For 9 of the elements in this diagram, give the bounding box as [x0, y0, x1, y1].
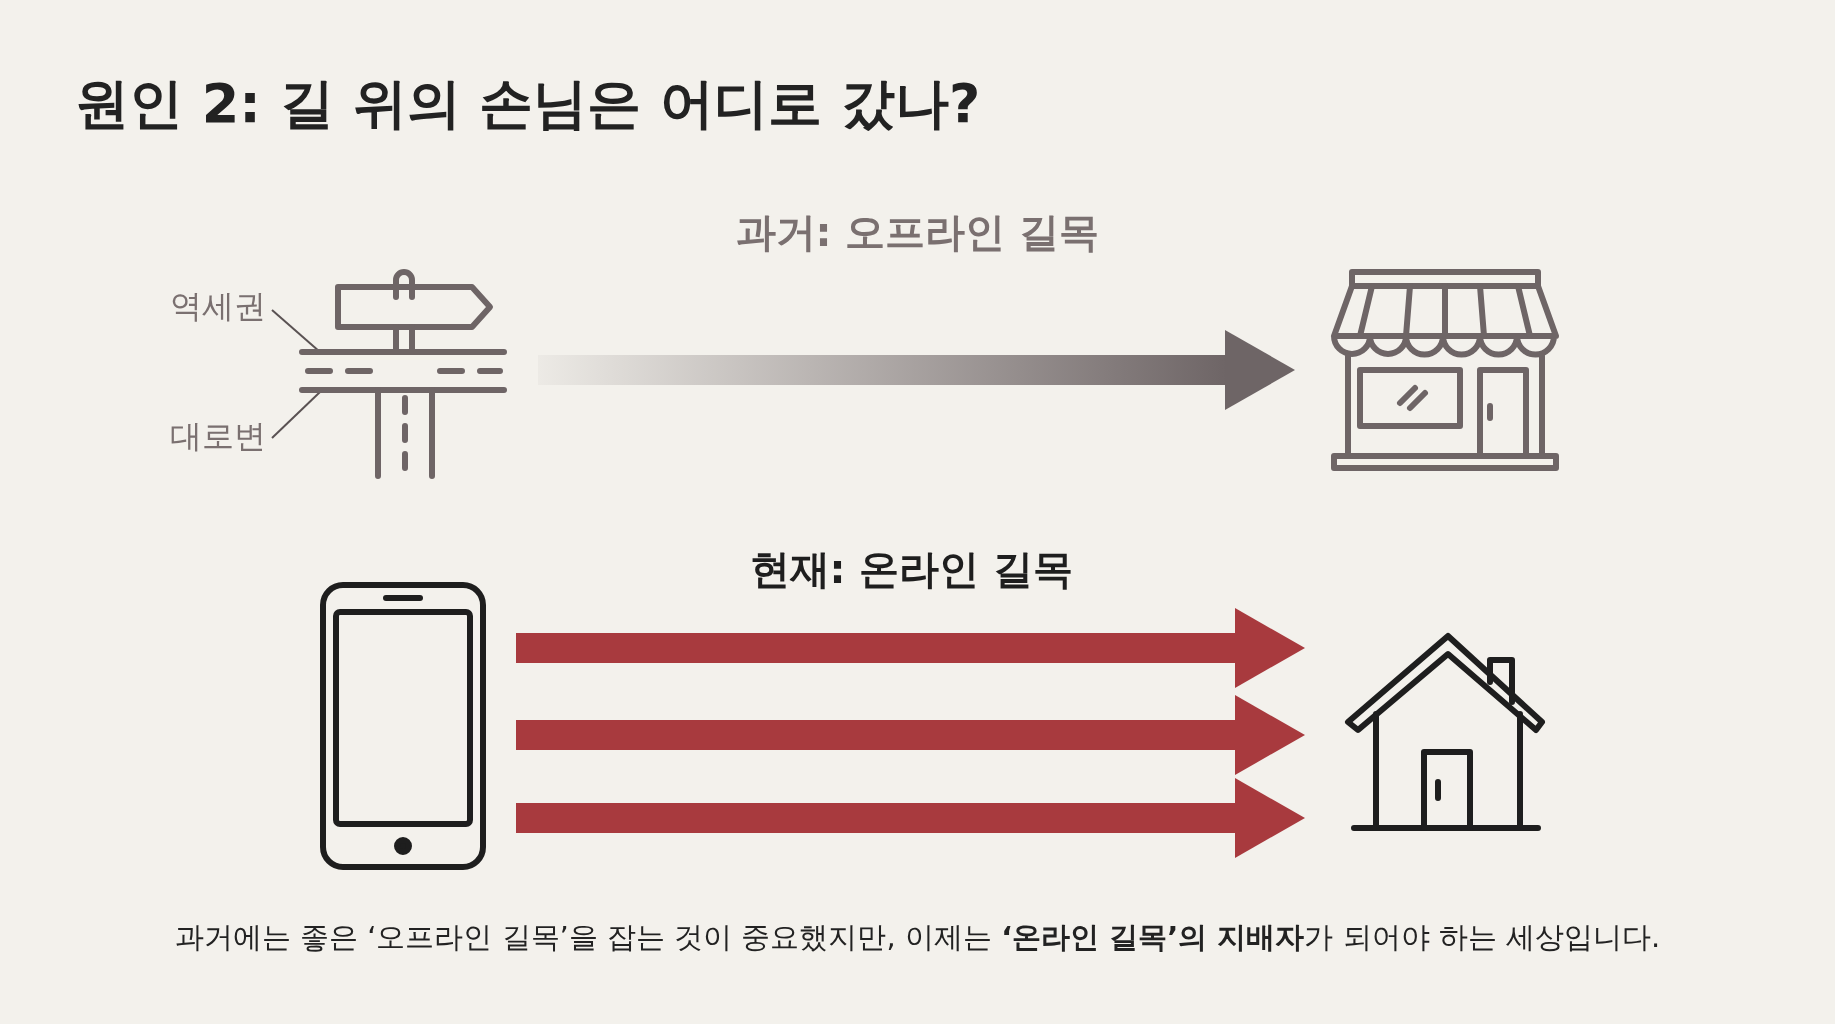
- leader-line: [271, 391, 321, 439]
- arrow: [516, 695, 1305, 775]
- area-label: 역세권: [170, 285, 266, 329]
- arrow: [516, 778, 1305, 858]
- arrow: [516, 608, 1305, 688]
- arrow: [538, 330, 1295, 410]
- area-label: 대로변: [170, 415, 266, 459]
- caption: 과거에는 좋은 ‘오프라인 길목’을 잡는 것이 중요했지만, 이제는 ‘온라인 길목’의 지배자가 되어야 하는 세상입니다.: [174, 920, 1661, 954]
- title: 원인 2: 길 위의 손님은 어디로 갔나?: [75, 71, 981, 137]
